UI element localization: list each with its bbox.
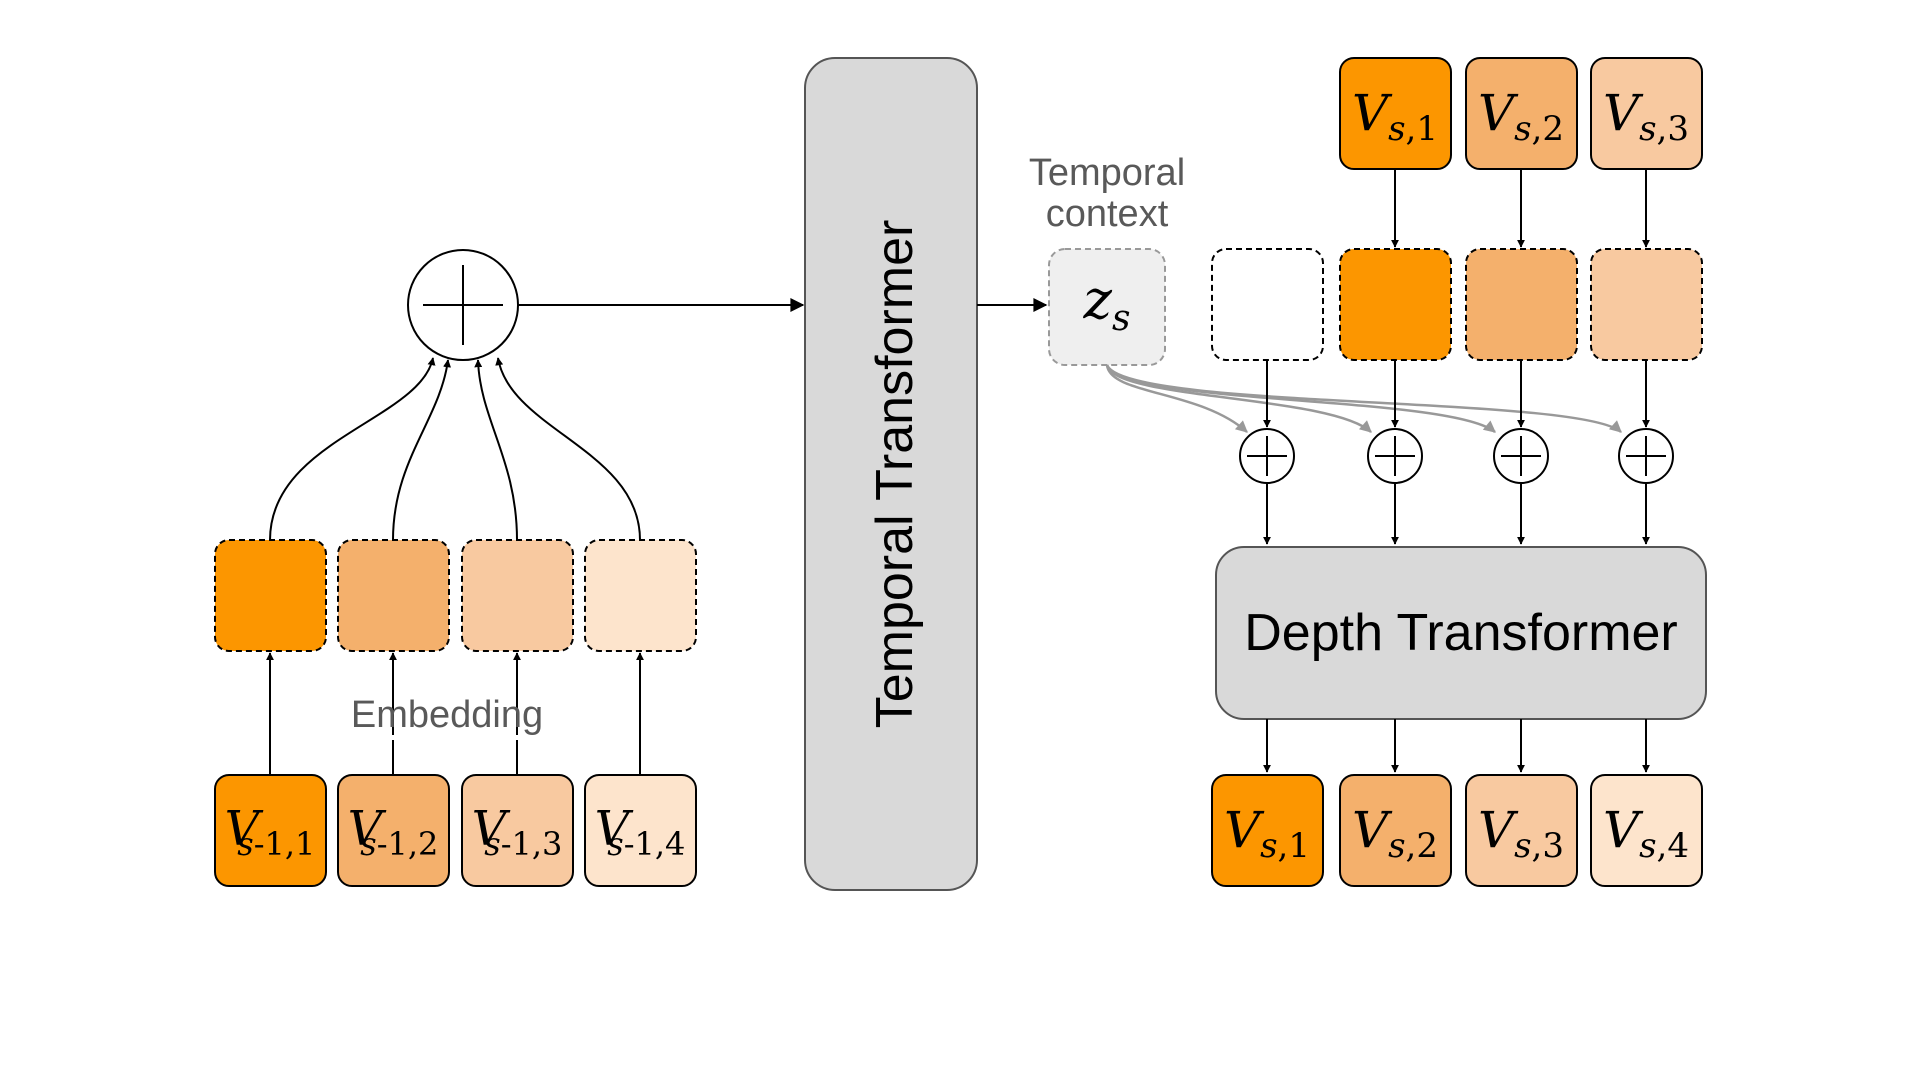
output-token-3-sub-s: s — [1514, 826, 1531, 866]
input-token-3: Vs-1,3 — [461, 774, 574, 887]
top-token-2-sub-idx: ,2 — [1532, 109, 1564, 149]
plus-node-2 — [1367, 428, 1423, 484]
top-token-3-sub-s: s — [1639, 109, 1656, 149]
input-token-2-sub-idx: ,2 — [408, 825, 439, 863]
sum-input-arrows — [269, 357, 641, 541]
embedding-box-1 — [214, 539, 327, 652]
output-token-4-sub-s: s — [1639, 826, 1656, 866]
top-token-1-sub-s: s — [1388, 109, 1405, 149]
depth-transformer-block: Depth Transformer — [1215, 546, 1707, 720]
input-token-2-sub-minus: -1 — [377, 825, 408, 863]
depth-embedding-box-start — [1211, 248, 1324, 361]
output-token-4-sub-idx: ,4 — [1657, 826, 1689, 866]
input-token-4-sub-minus: -1 — [624, 825, 655, 863]
input-token-4: Vs-1,4 — [584, 774, 697, 887]
temporal-transformer-block: Temporal Transformer — [804, 57, 978, 891]
top-token-3-v: V — [1603, 84, 1644, 142]
input-token-1-sub-idx: ,1 — [285, 825, 316, 863]
svg-text:Vs-1,1: Vs-1,1 — [225, 801, 316, 863]
svg-text:Vs-1,2: Vs-1,2 — [348, 801, 439, 863]
input-token-4-sub-s: s — [607, 825, 623, 863]
temporal-context-label-line2: context — [1046, 193, 1169, 235]
top-token-1-sub-idx: ,1 — [1406, 109, 1438, 149]
output-token-2-sub-idx: ,2 — [1406, 826, 1438, 866]
context-token: zs — [1048, 248, 1166, 366]
input-token-1-v: V — [225, 801, 264, 857]
svg-text:Vs,1: Vs,1 — [1224, 801, 1310, 866]
plus-node-1 — [1239, 428, 1295, 484]
output-token-3-v: V — [1478, 801, 1519, 859]
embedding-box-3 — [461, 539, 574, 652]
embedding-to-plus-arrows — [1263, 360, 1650, 428]
depth-transformer-label: Depth Transformer — [1244, 604, 1678, 662]
sum-node — [407, 249, 519, 361]
embedding-label: Embedding — [351, 694, 543, 736]
depth-embedding-box-3 — [1590, 248, 1703, 361]
svg-text:Vs,2: Vs,2 — [1352, 801, 1438, 866]
input-token-1-sub-minus: -1 — [254, 825, 285, 863]
input-token-3-v: V — [472, 801, 511, 857]
output-token-2-v: V — [1352, 801, 1393, 859]
input-token-2-sub-s: s — [360, 825, 376, 863]
output-token-1: Vs,1 — [1211, 774, 1324, 887]
embedding-box-4 — [584, 539, 697, 652]
temporal-transformer-label: Temporal Transformer — [866, 220, 924, 729]
input-token-3-sub-minus: -1 — [501, 825, 532, 863]
svg-text:Vs,1: Vs,1 — [1352, 84, 1438, 149]
top-token-3-sub-idx: ,3 — [1657, 109, 1689, 149]
svg-text:Vs,3: Vs,3 — [1603, 84, 1689, 149]
output-token-1-sub-idx: ,1 — [1278, 826, 1310, 866]
svg-text:Vs,2: Vs,2 — [1478, 84, 1564, 149]
top-token-1-v: V — [1352, 84, 1393, 142]
temporal-context-label-line1: Temporal — [1029, 152, 1185, 194]
input-token-3-sub-s: s — [484, 825, 500, 863]
context-token-sub: s — [1112, 298, 1130, 339]
depth-embedding-boxes — [1211, 248, 1703, 361]
input-token-1-sub-s: s — [237, 825, 253, 863]
plus-node-3 — [1493, 428, 1549, 484]
depth-embedding-box-1 — [1339, 248, 1452, 361]
depth-embedding-box-2 — [1465, 248, 1578, 361]
input-token-2-v: V — [348, 801, 387, 857]
top-token-2: Vs,2 — [1465, 57, 1578, 170]
output-token-4-v: V — [1603, 801, 1644, 859]
input-token-4-sub-idx: ,4 — [655, 825, 686, 863]
svg-text:Vs-1,4: Vs-1,4 — [595, 801, 686, 863]
top-token-3: Vs,3 — [1590, 57, 1703, 170]
top-token-2-sub-s: s — [1514, 109, 1531, 149]
output-token-1-sub-s: s — [1260, 826, 1277, 866]
output-token-3: Vs,3 — [1465, 774, 1578, 887]
embedding-arrows — [266, 652, 644, 775]
context-token-z: z — [1083, 268, 1113, 331]
output-token-2: Vs,2 — [1339, 774, 1452, 887]
embedding-boxes — [214, 539, 697, 652]
svg-text:Vs-1,3: Vs-1,3 — [472, 801, 563, 863]
top-token-2-v: V — [1478, 84, 1519, 142]
svg-text:Vs,4: Vs,4 — [1603, 801, 1689, 866]
depth-to-output-arrows — [1263, 719, 1650, 773]
input-token-2: Vs-1,2 — [337, 774, 450, 887]
plus-node-4 — [1618, 428, 1674, 484]
output-token-1-v: V — [1224, 801, 1265, 859]
input-token-3-sub-idx: ,3 — [532, 825, 563, 863]
svg-text:Vs,3: Vs,3 — [1478, 801, 1564, 866]
embedding-box-2 — [337, 539, 450, 652]
input-token-4-v: V — [595, 801, 634, 857]
svg-text:zs: zs — [1083, 268, 1131, 339]
input-token-1: Vs-1,1 — [214, 774, 327, 887]
top-token-1: Vs,1 — [1339, 57, 1452, 170]
top-embedding-arrows — [1391, 169, 1650, 248]
output-token-3-sub-idx: ,3 — [1532, 826, 1564, 866]
context-broadcast-arrows — [1105, 364, 1622, 433]
output-token-4: Vs,4 — [1590, 774, 1703, 887]
output-token-2-sub-s: s — [1388, 826, 1405, 866]
plus-to-depth-arrows — [1263, 483, 1650, 545]
